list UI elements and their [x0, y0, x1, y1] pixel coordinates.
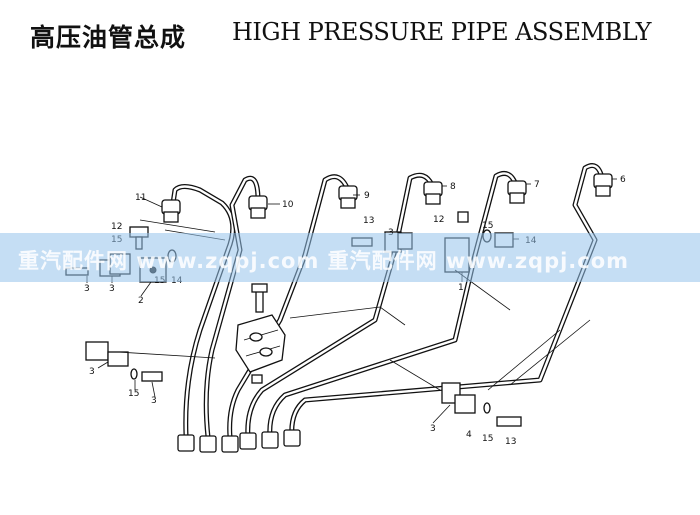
callout-4: 4 [466, 430, 472, 440]
banjo-fitting-7 [507, 180, 527, 204]
callout-6: 6 [620, 175, 626, 185]
callout-8: 8 [450, 182, 456, 192]
title-english: HIGH PRESSURE PIPE ASSEMBLY [232, 18, 651, 46]
callout-3-right: 3 [430, 424, 436, 434]
watermark-text: 重汽配件网 www.zqpj.com 重汽配件网 www.zqpj.com [18, 249, 630, 273]
left-clamp-group [85, 341, 163, 382]
callout-11: 11 [135, 193, 146, 203]
callout-9: 9 [364, 191, 370, 201]
banjo-fitting-11 [161, 199, 181, 223]
banjo-fitting-8 [423, 181, 443, 205]
pipe-8 [245, 172, 435, 440]
banjo-fitting-10 [248, 195, 268, 219]
callout-1: 1 [458, 283, 464, 293]
callout-2: 2 [138, 296, 144, 306]
callout-13-mid: 13 [363, 216, 374, 226]
clamp-block-center [235, 283, 286, 384]
banjo-fitting-9 [338, 185, 358, 209]
callout-15-lower-left: 15 [128, 389, 139, 399]
pipe-10 [203, 175, 261, 440]
callout-12-left: 12 [111, 222, 122, 232]
callout-3-left-a: 3 [84, 284, 90, 294]
callout-13-right: 13 [505, 437, 516, 447]
callout-15-right: 15 [482, 434, 493, 444]
callout-3-lower-bolt: 3 [151, 396, 157, 406]
pipe-11 [169, 184, 236, 438]
right-clamp-group [441, 382, 522, 427]
title-chinese: 高压油管总成 [30, 23, 187, 52]
pipe-end-nuts [177, 429, 301, 453]
callout-7: 7 [534, 180, 540, 190]
callout-10: 10 [282, 200, 294, 210]
callout-15-mid: 15 [482, 221, 493, 231]
callout-12-mid: 12 [433, 215, 444, 225]
banjo-fitting-6 [593, 173, 613, 197]
callout-3-lower-left: 3 [89, 367, 95, 377]
callout-3-left-b: 3 [109, 284, 115, 294]
pipe-9 [227, 174, 351, 440]
watermark-band: 重汽配件网 www.zqpj.com 重汽配件网 www.zqpj.com [0, 233, 700, 282]
pipe-7 [267, 171, 519, 440]
